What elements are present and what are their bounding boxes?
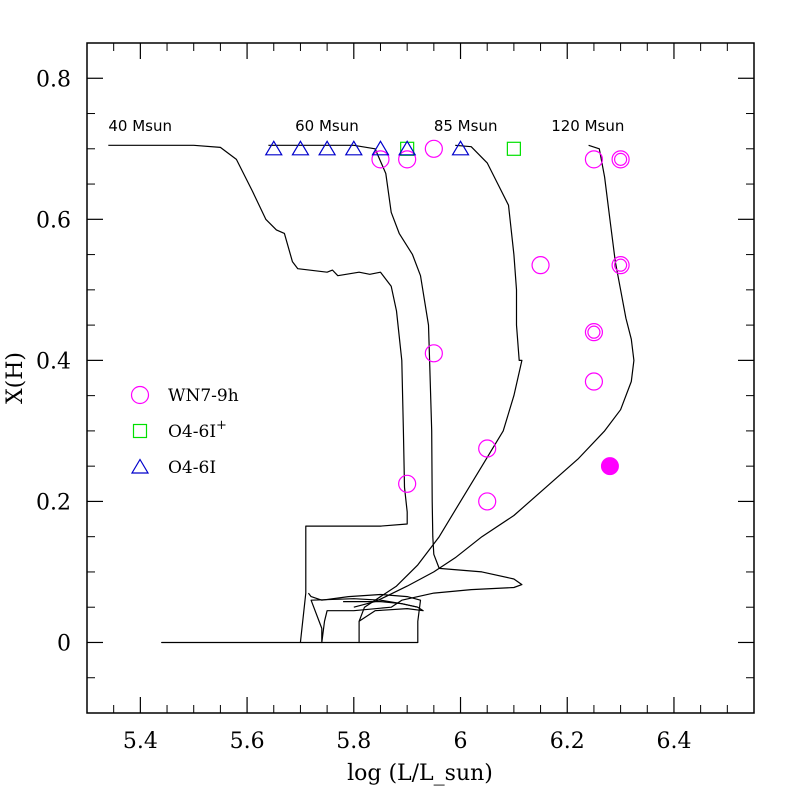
y-tick-label-4: 0.8 [36, 67, 71, 92]
point-triangle-3 [344, 140, 363, 156]
inner-ring-0 [613, 152, 628, 166]
point-circle-7 [531, 256, 550, 275]
point-triangle-6 [451, 140, 470, 156]
y-tick-label-1: 0.2 [36, 490, 71, 515]
x-tick-label-1: 5.6 [230, 729, 265, 754]
point-circle-1 [398, 150, 417, 169]
point-circle-0 [371, 150, 390, 169]
legend-marker-0 [130, 385, 150, 405]
track-label-3: 120 Msun [551, 117, 624, 135]
track-line-2 [343, 144, 523, 644]
track-label-0: 40 Msun [108, 117, 172, 135]
y-axis-title: X(H) [3, 352, 28, 404]
legend-label-superscript: + [216, 418, 227, 433]
point-triangle-2 [318, 140, 337, 156]
x-tick-label-4: 6.2 [550, 729, 585, 754]
point-circle-5 [478, 439, 497, 458]
point-circle-6 [478, 492, 497, 511]
x-tick-label-3: 6 [454, 729, 468, 754]
point-circle-3 [424, 344, 443, 363]
point-circle-2 [424, 139, 443, 158]
inner-ring-2 [587, 325, 601, 339]
point-circle-12 [584, 372, 604, 391]
plot-frame [86, 42, 755, 714]
filled-point-0 [600, 457, 619, 476]
track-line-1 [268, 144, 523, 644]
point-triangle-5 [398, 140, 417, 156]
x-tick-label-5: 6.4 [656, 729, 691, 754]
track-line-0 [108, 144, 422, 644]
point-circle-8 [584, 150, 604, 169]
track-label-1: 60 Msun [295, 117, 359, 135]
inner-ring-1 [613, 258, 628, 272]
point-circle-9 [611, 150, 630, 169]
x-axis-title: log (L/L_sun) [347, 761, 493, 786]
legend-label-2: O4-6I [168, 458, 216, 478]
x-tick-label-0: 5.4 [123, 729, 158, 754]
y-tick-label-2: 0.4 [36, 349, 71, 374]
track-line-3 [353, 144, 635, 608]
data-points [264, 139, 630, 511]
point-circle-10 [611, 256, 630, 275]
point-square-1 [506, 141, 521, 156]
axis-ticks: 5.4 5.6 5.8 6 6.2 6.4 0 0.2 0.4 0.6 0.8 [36, 42, 755, 754]
evolutionary-tracks: 40 Msun 60 Msun 85 Msun 120 Msun [108, 117, 635, 644]
y-tick-label-0: 0 [57, 631, 71, 656]
x-tick-label-2: 5.8 [336, 729, 371, 754]
legend-label-1: O4-6I+ [168, 418, 227, 442]
point-triangle-1 [291, 140, 310, 156]
legend-marker-1 [132, 423, 148, 439]
point-circle-4 [398, 474, 417, 493]
y-tick-label-3: 0.6 [36, 208, 71, 233]
track-label-2: 85 Msun [434, 117, 498, 135]
point-triangle-0 [264, 140, 283, 156]
point-circle-11 [584, 323, 604, 342]
legend-marker-2 [130, 458, 150, 474]
point-triangle-4 [371, 140, 390, 156]
legend-label-0: WN7-9h [168, 386, 239, 406]
